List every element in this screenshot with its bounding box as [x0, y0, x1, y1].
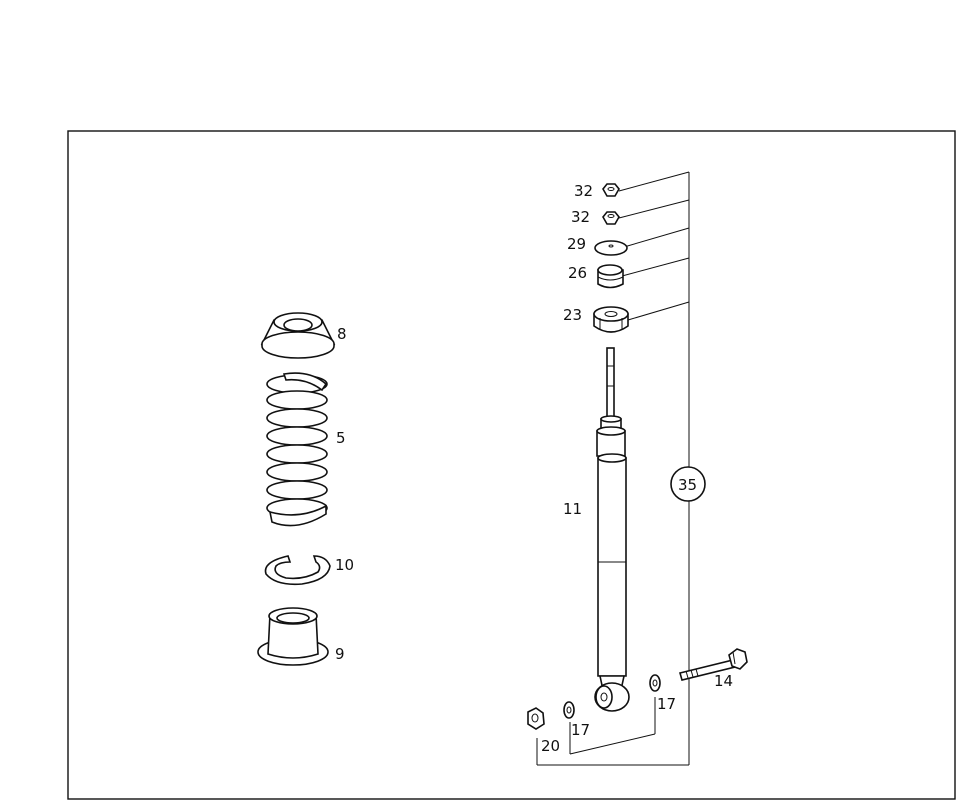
label-14: 14: [714, 672, 733, 690]
label-23: 23: [563, 306, 582, 324]
washer: [594, 240, 628, 256]
shock-absorber: [594, 347, 630, 712]
label-29: 29: [567, 235, 586, 253]
label-32-top: 32: [574, 182, 593, 200]
bottom-nut: [527, 707, 545, 730]
label-11: 11: [563, 500, 582, 518]
upper-spring-seat: [260, 312, 336, 359]
top-nut: [602, 183, 620, 197]
label-5: 5: [336, 429, 346, 447]
label-10: 10: [335, 556, 354, 574]
lower-spring-seat: [257, 607, 329, 666]
label-9: 9: [335, 645, 345, 663]
left-washer: [563, 701, 575, 719]
label-35: 35: [678, 476, 697, 494]
right-washer: [649, 674, 661, 692]
shock-mount: [593, 306, 629, 333]
second-nut: [602, 211, 620, 225]
diagram-frame: [67, 130, 956, 800]
label-8: 8: [337, 325, 347, 343]
spring-clip: [264, 555, 331, 586]
label-17-right: 17: [657, 695, 676, 713]
label-17-left: 17: [571, 721, 590, 739]
mounting-bolt: [679, 648, 748, 681]
rubber-bushing: [597, 264, 624, 289]
label-20: 20: [541, 737, 560, 755]
group-circle: [670, 466, 706, 502]
label-26: 26: [568, 264, 587, 282]
group-bracket: [536, 171, 690, 766]
coil-spring: [266, 372, 328, 527]
label-32-second: 32: [571, 208, 590, 226]
